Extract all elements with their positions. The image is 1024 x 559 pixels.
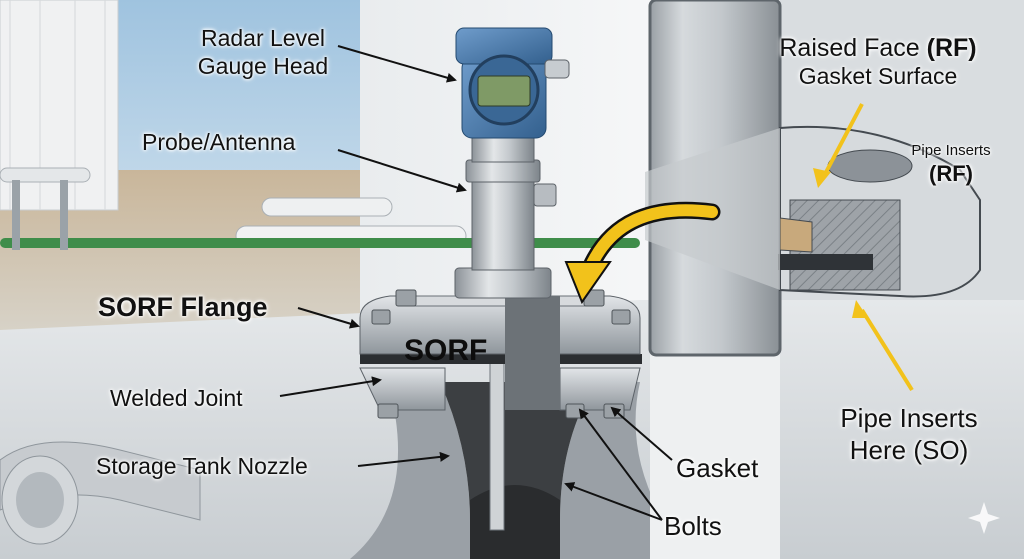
pipe-inserts-small: Pipe Inserts	[911, 142, 991, 159]
pipe-inserts-so-line2: Here (SO)	[849, 435, 969, 465]
background-pipe	[261, 197, 393, 217]
process-connection	[454, 267, 552, 299]
cable-gland	[533, 183, 557, 207]
rf-gasket	[778, 254, 873, 270]
label-storage-tank-nozzle: Storage Tank Nozzle	[96, 453, 308, 479]
arrow-probe	[337, 149, 467, 193]
label-pipe-inserts-so: Pipe Inserts Here (SO)	[834, 402, 984, 466]
flange-cutaway	[505, 296, 560, 410]
label-sorf-plate: SORF	[404, 334, 488, 367]
label-raised-face-line1: Raised Face (RF)	[762, 34, 994, 62]
arrow-bolts-1	[578, 408, 663, 521]
raised-face-prefix: Raised Face	[779, 34, 927, 62]
label-sorf-flange: SORF Flange	[98, 292, 268, 322]
pipe-inserts-rf-tag: (RF)	[929, 161, 973, 186]
green-pipe	[0, 238, 640, 248]
arrow-welded-joint	[279, 376, 382, 397]
gasket-layer	[360, 354, 642, 364]
arrow-sorf-flange	[297, 307, 360, 329]
background-pipe	[0, 167, 91, 183]
arrow-gasket	[610, 406, 673, 461]
yellow-arrow	[584, 204, 718, 274]
label-pipe-inserts-rf: Pipe Inserts (RF)	[892, 142, 1010, 187]
raised-face-rf: (RF)	[926, 34, 977, 62]
probe-antenna-housing	[471, 177, 535, 271]
sorf-flange-body	[359, 295, 641, 355]
tank-nozzle-wall	[350, 382, 470, 559]
arrow-tank-nozzle	[357, 451, 450, 467]
label-radar-line2: Gauge Head	[197, 53, 329, 79]
label-bolts: Bolts	[664, 511, 722, 541]
lcd-display	[477, 75, 531, 107]
arrow-bolts-2	[564, 482, 663, 521]
sparkle-icon	[968, 502, 1000, 534]
label-radar-line1: Radar Level	[200, 25, 326, 51]
label-welded-joint: Welded Joint	[110, 385, 243, 411]
label-radar-gauge-head: Radar Level Gauge Head	[182, 24, 344, 80]
arrow-radar-head	[337, 45, 457, 83]
cable-entry	[544, 59, 570, 79]
label-probe-antenna: Probe/Antenna	[142, 129, 296, 155]
label-raised-face-line2: Gasket Surface	[798, 63, 958, 89]
pipe-inserts-so-line1: Pipe Inserts	[840, 403, 978, 433]
yellow-arrow-so	[860, 308, 914, 392]
yellow-arrow-rf	[822, 103, 864, 177]
label-raised-face: Raised Face (RF) Gasket Surface	[762, 34, 994, 90]
label-gasket: Gasket	[676, 453, 759, 483]
